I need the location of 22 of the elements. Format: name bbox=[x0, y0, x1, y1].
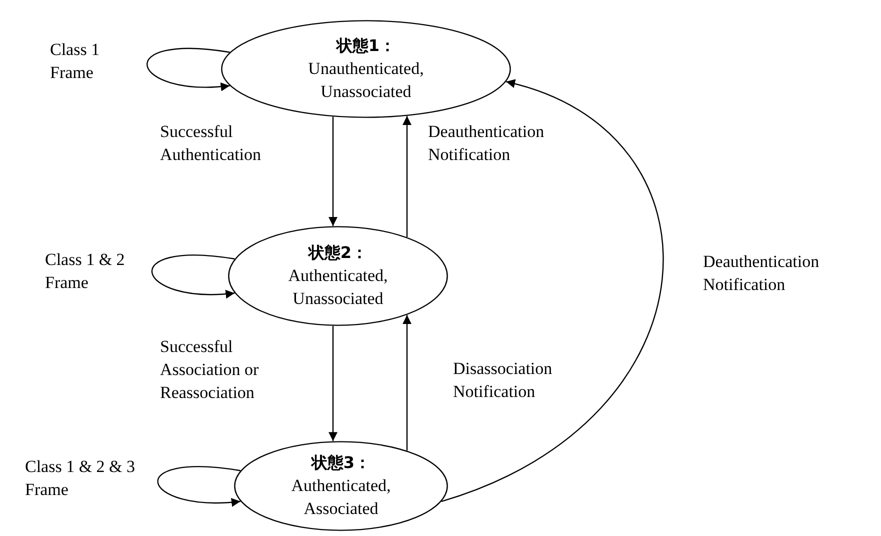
arrow bbox=[158, 466, 241, 506]
edge-label: Successful Association or Reassociation bbox=[160, 336, 260, 404]
arrow bbox=[328, 116, 338, 226]
edge-label: Class 1 & 2 Frame bbox=[45, 249, 126, 294]
edge-label: Deauthentication Notification bbox=[703, 251, 820, 296]
state-title: 状態2： bbox=[308, 242, 368, 264]
state-description: Authenticated, Associated bbox=[290, 475, 392, 520]
arrow bbox=[402, 314, 412, 451]
edge-label: Class 1 Frame bbox=[50, 39, 101, 84]
arrow bbox=[146, 48, 230, 91]
arrow bbox=[328, 326, 338, 442]
edge-label: Disassociation Notification bbox=[453, 358, 554, 403]
edge-label: Deauthentication Notification bbox=[428, 121, 546, 166]
state-description: Authenticated, Unassociated bbox=[287, 265, 389, 310]
arrow bbox=[402, 116, 412, 238]
arrow bbox=[152, 254, 235, 298]
edge-label: Successful Authentication bbox=[160, 121, 262, 166]
state-description: Unauthenticated, Unassociated bbox=[307, 58, 425, 103]
state-title: 状態3： bbox=[311, 452, 371, 474]
state-title: 状態1： bbox=[336, 35, 396, 57]
arrow bbox=[441, 80, 663, 502]
edge-label: Class 1 & 2 & 3 Frame bbox=[25, 456, 136, 501]
